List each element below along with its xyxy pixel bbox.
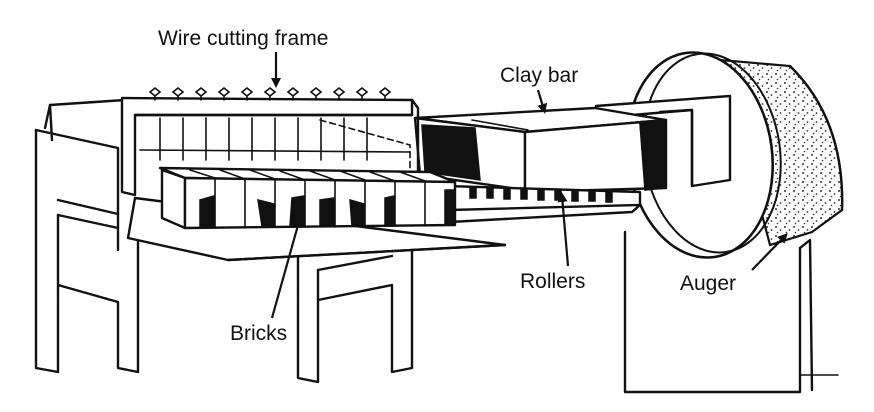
label-auger: Auger [680,233,788,295]
bricks [158,166,457,230]
clay-bar-label: Clay bar [500,64,578,87]
wire-cutting-frame-label: Wire cutting frame [158,27,328,50]
label-bricks: Bricks [230,214,304,345]
wire-tensioners [148,86,392,101]
auger-support [623,230,839,394]
label-wire-cutting-frame: Wire cutting frame [158,27,328,88]
rollers-label: Rollers [520,270,585,293]
wire-cutting-frame [120,86,420,197]
rollers [469,187,613,203]
clay-bar [413,94,732,194]
label-clay-bar: Clay bar [500,64,578,114]
label-rollers: Rollers [520,192,585,293]
auger-label: Auger [680,272,736,295]
bricks-label: Bricks [230,322,287,345]
